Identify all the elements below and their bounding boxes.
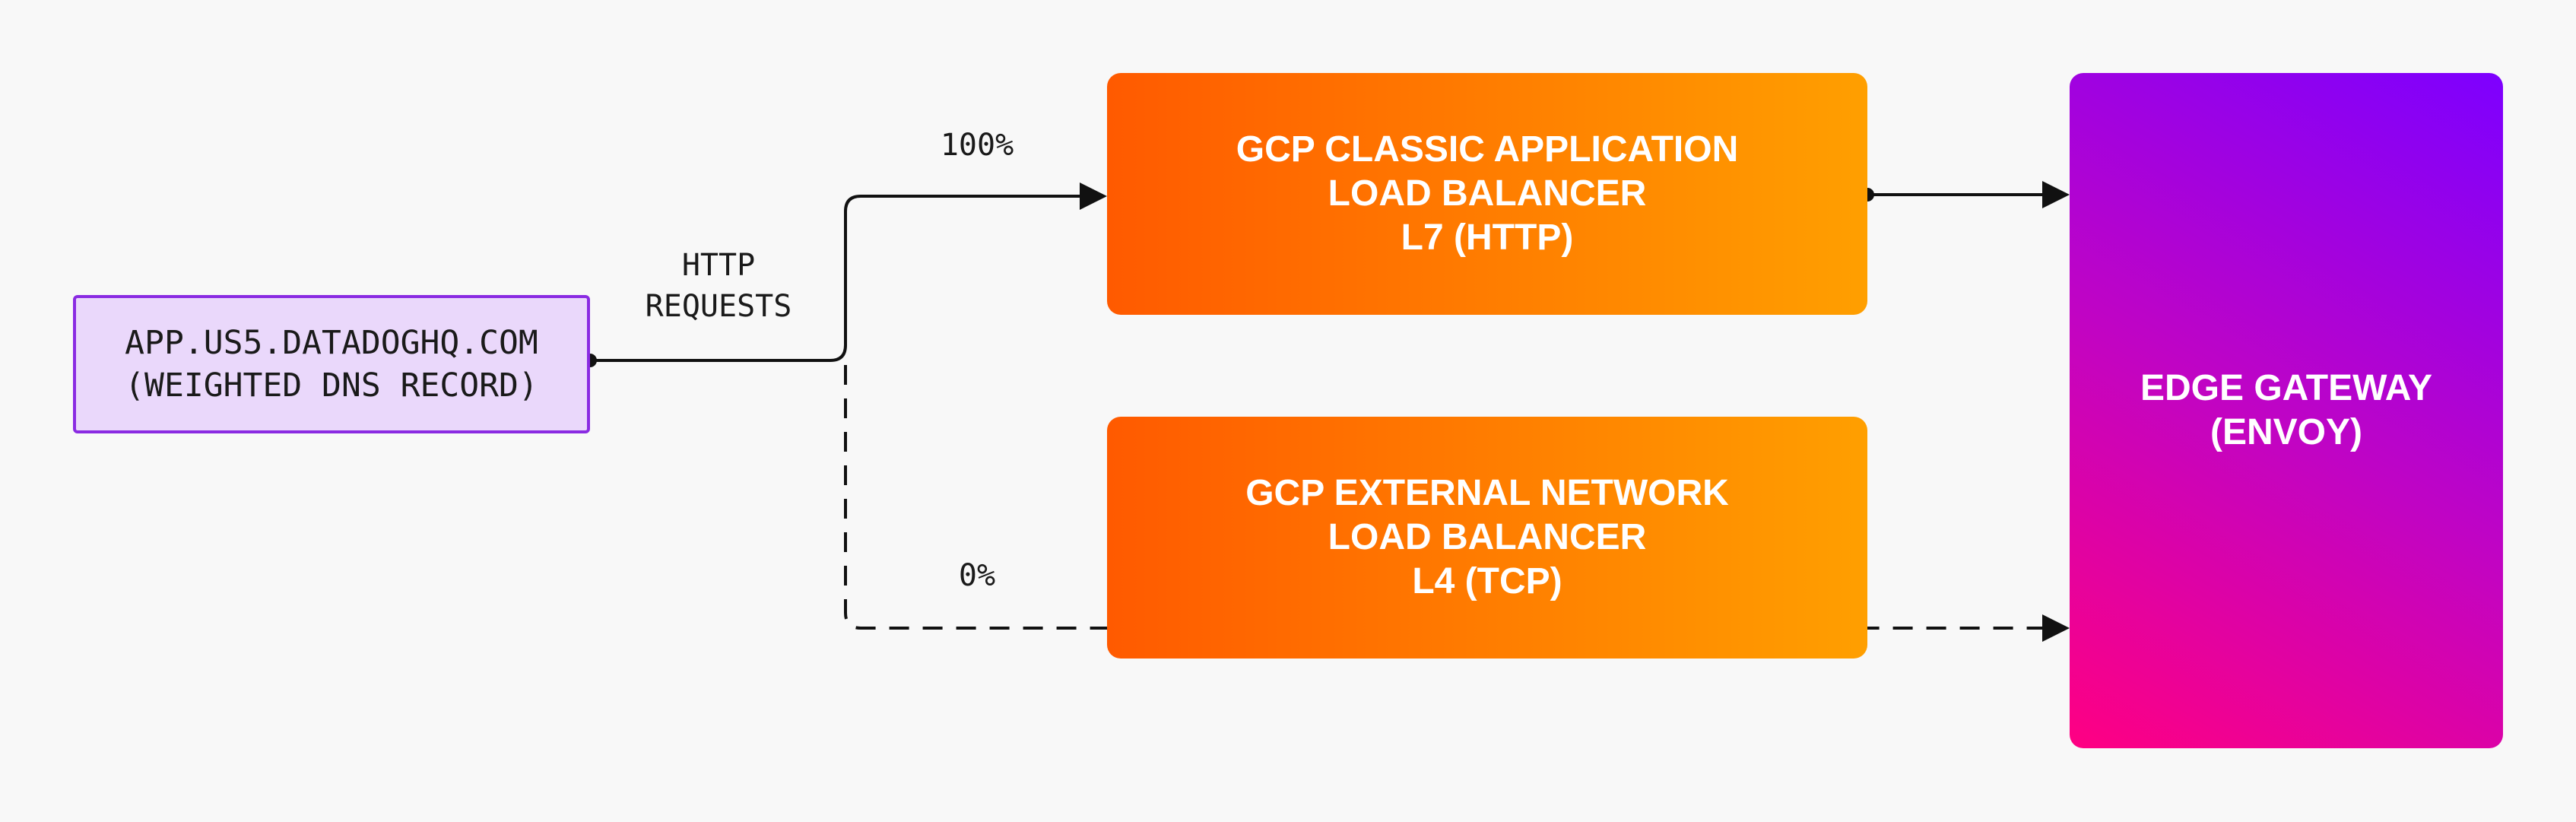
arrowhead-to-l7	[1080, 182, 1107, 210]
http-requests-label: HTTP REQUESTS	[608, 245, 829, 327]
l7-weight-label: 100%	[940, 128, 1014, 163]
http-label-line2: REQUESTS	[645, 289, 792, 324]
gateway-subtitle: (ENVOY)	[2210, 412, 2362, 452]
dns-record-type: (WEIGHTED DNS RECORD)	[125, 367, 538, 405]
l4-lb-subtitle: LOAD BALANCER	[1328, 517, 1647, 557]
l7-load-balancer-node: GCP CLASSIC APPLICATION LOAD BALANCER L7…	[1107, 73, 1867, 315]
http-label-line1: HTTP	[681, 248, 756, 283]
l4-lb-layer: L4 (TCP)	[1412, 561, 1562, 601]
dashed-connector-to-gateway	[844, 365, 2042, 630]
arrowhead-dashed-to-gateway	[2042, 614, 2070, 642]
arrowhead-l7-to-gateway	[2042, 181, 2070, 208]
l7-lb-title: GCP CLASSIC APPLICATION	[1236, 129, 1739, 170]
dns-hostname: APP.US5.DATADOGHQ.COM	[125, 324, 538, 362]
l4-weight-label: 0%	[958, 558, 996, 593]
solid-connector-dns-to-l7	[590, 195, 1080, 362]
l7-lb-layer: L7 (HTTP)	[1401, 217, 1574, 258]
edge-gateway-node: EDGE GATEWAY (ENVOY)	[2070, 73, 2503, 748]
l4-lb-title: GCP EXTERNAL NETWORK	[1245, 473, 1729, 513]
l7-lb-subtitle: LOAD BALANCER	[1328, 173, 1647, 214]
gateway-title: EDGE GATEWAY	[2140, 368, 2433, 408]
dns-record-node: APP.US5.DATADOGHQ.COM (WEIGHTED DNS RECO…	[73, 295, 590, 433]
l4-load-balancer-node: GCP EXTERNAL NETWORK LOAD BALANCER L4 (T…	[1107, 417, 1867, 659]
